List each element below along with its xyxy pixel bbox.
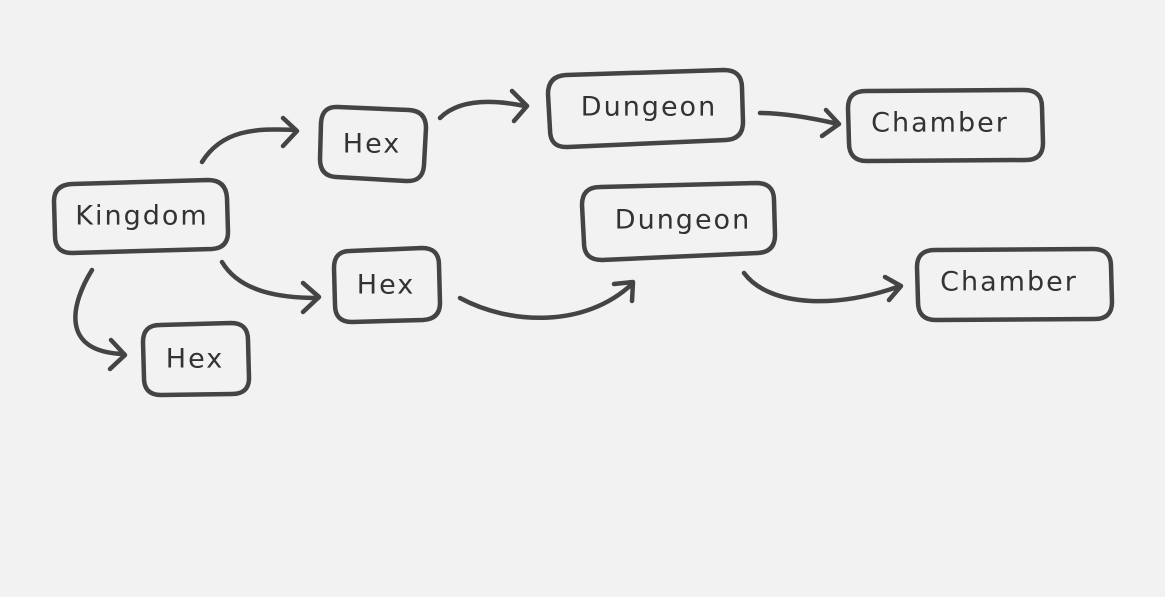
node-label: Kingdom <box>75 201 208 232</box>
edge-kingdom-hex-top <box>199 115 300 165</box>
node-label: Hex <box>357 270 415 301</box>
edge-dungeon-mid-chamber-mid <box>741 270 904 304</box>
edge-kingdom-hex-mid <box>219 259 322 315</box>
edge-hex-top-dungeon-top <box>437 88 530 124</box>
node-label: Hex <box>166 344 224 375</box>
node-label: Chamber <box>871 108 1009 139</box>
node-box <box>579 180 778 263</box>
node-kingdom[interactable]: Kingdom <box>51 177 231 256</box>
node-dungeon-mid[interactable]: Dungeon <box>579 180 778 263</box>
edge-dungeon-top-chamber-top <box>757 107 842 139</box>
node-box <box>331 245 443 325</box>
node-hex-top[interactable]: Hex <box>317 104 429 184</box>
node-label: Hex <box>343 129 401 160</box>
node-box <box>845 87 1046 164</box>
node-box <box>317 104 429 184</box>
node-label: Dungeon <box>581 92 717 123</box>
node-box <box>140 320 252 398</box>
edge-hex-mid-dungeon-mid <box>457 279 636 321</box>
node-box <box>545 67 746 150</box>
node-dungeon-top[interactable]: Dungeon <box>545 67 746 150</box>
node-hex-mid[interactable]: Hex <box>331 245 443 325</box>
node-hex-bottom[interactable]: Hex <box>140 320 252 398</box>
node-box <box>51 177 231 256</box>
node-chamber-top[interactable]: Chamber <box>845 87 1046 164</box>
node-label: Chamber <box>940 267 1078 298</box>
node-label: Dungeon <box>615 205 751 236</box>
node-box <box>914 246 1115 323</box>
edge-kingdom-hex-bottom <box>73 267 128 372</box>
node-chamber-mid[interactable]: Chamber <box>914 246 1115 323</box>
